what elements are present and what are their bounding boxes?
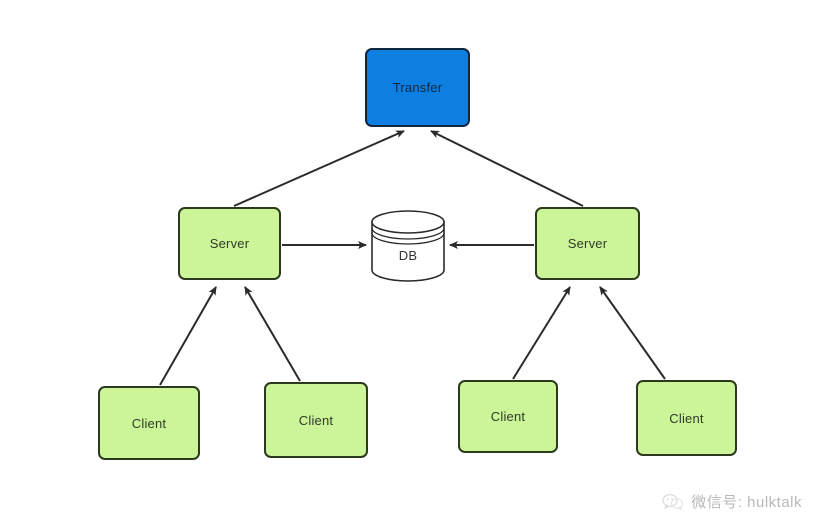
node-transfer-label: Transfer xyxy=(392,80,443,95)
node-client-3[interactable]: Client xyxy=(458,380,558,453)
node-client-1-label: Client xyxy=(131,415,167,431)
node-client-2-label: Client xyxy=(298,412,334,428)
node-server-left-label: Server xyxy=(209,236,250,251)
node-db-label: DB xyxy=(398,248,418,263)
edge-client-2-to-server-left xyxy=(244,286,301,382)
node-client-4[interactable]: Client xyxy=(636,380,737,456)
edge-server-left-to-transfer xyxy=(233,130,405,207)
node-client-4-label: Client xyxy=(669,410,704,426)
edge-client-1-to-server-left xyxy=(159,286,217,386)
wechat-icon xyxy=(662,493,684,511)
node-client-2[interactable]: Client xyxy=(264,382,368,458)
edge-client-3-to-server-right xyxy=(512,286,571,380)
edge-client-4-to-server-right xyxy=(599,286,666,380)
node-transfer[interactable]: Transfer xyxy=(365,48,470,127)
edge-server-right-to-transfer xyxy=(430,130,584,207)
node-db[interactable]: DB xyxy=(370,210,446,282)
node-client-1[interactable]: Client xyxy=(98,386,200,460)
database-cylinder-icon xyxy=(371,210,445,282)
watermark-text: 微信号: hulktalk xyxy=(691,494,802,511)
node-client-3-label: Client xyxy=(490,409,526,424)
node-server-right-label: Server xyxy=(567,236,608,251)
watermark: 微信号: hulktalk xyxy=(662,491,802,512)
node-server-right[interactable]: Server xyxy=(535,207,640,280)
node-server-left[interactable]: Server xyxy=(178,207,281,280)
